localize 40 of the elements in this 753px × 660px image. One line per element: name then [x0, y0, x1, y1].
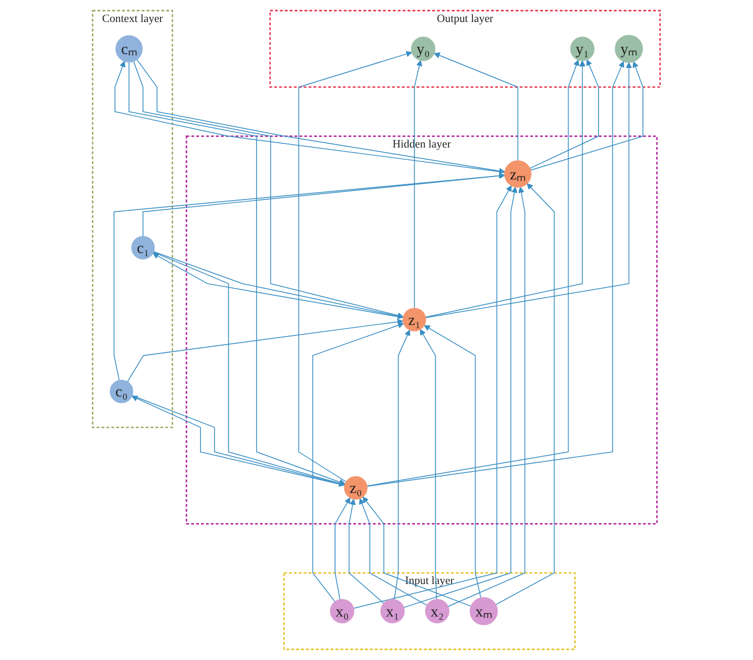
arrow [127, 318, 404, 382]
arrow [362, 496, 472, 607]
arrow [394, 330, 410, 600]
arrow [425, 62, 632, 318]
arrow [530, 61, 644, 171]
node-circle: zₘ [504, 160, 532, 188]
arrow [530, 59, 600, 169]
node-circle: x₁ [380, 599, 405, 624]
arrow [114, 172, 506, 381]
arrow [348, 498, 384, 604]
arrow [128, 62, 346, 485]
arrow [312, 322, 404, 602]
node-circle: x₂ [425, 599, 450, 624]
arrow [133, 60, 404, 318]
arrow [434, 52, 518, 162]
arrow [153, 252, 346, 486]
node-circle: z₁ [402, 308, 426, 332]
node-circle: xₘ [470, 597, 498, 626]
node-circle: yₘ [614, 34, 644, 63]
arrow [298, 51, 412, 482]
arrow [496, 183, 555, 606]
node-circle: c₁ [131, 236, 155, 260]
node-circle: z₀ [344, 476, 368, 500]
arrow [448, 186, 526, 607]
node-circle: y₀ [411, 36, 436, 61]
arrow [366, 60, 580, 486]
arrow [425, 60, 586, 318]
node-circle: y₁ [570, 36, 595, 61]
arrow [424, 325, 482, 598]
node-circle: c₀ [110, 380, 134, 404]
arrow [420, 329, 438, 600]
arrow [353, 185, 512, 609]
arrow [334, 497, 350, 600]
arrow [404, 186, 518, 608]
node-circle: cₘ [116, 35, 143, 62]
node-circle: x₀ [330, 599, 354, 624]
arrow [142, 172, 506, 237]
arrow [366, 61, 624, 487]
arrow [359, 498, 428, 606]
arrow [414, 60, 422, 309]
